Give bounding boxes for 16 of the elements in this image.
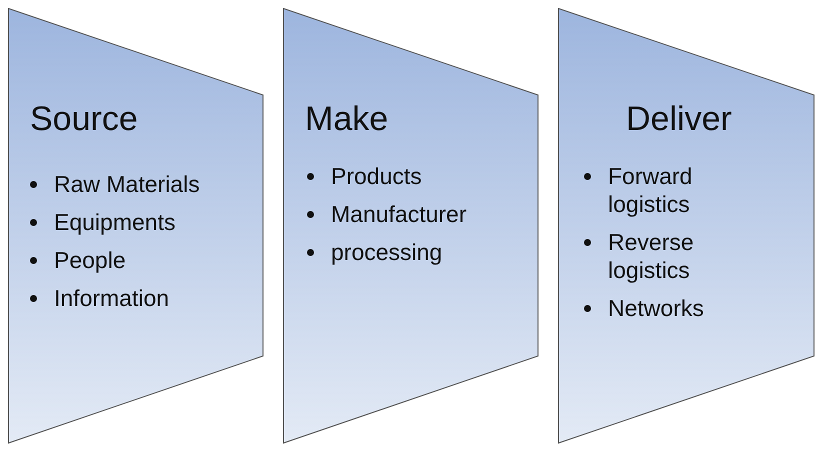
list-item: Products [331,162,423,190]
list-item: People [54,246,127,274]
chevron-panel [558,8,815,444]
list-item: Forward logistics [608,162,694,218]
list-item: Networks [608,294,705,322]
list-item: Information [54,284,170,312]
panel-heading: Deliver [626,100,732,139]
list-item: Equipments [54,208,176,236]
list-item: processing [331,238,444,266]
chevron-panel [8,8,264,444]
list-item: Raw Materials [54,170,201,198]
chevron-panel [283,8,539,444]
list-item: Reverse logistics [608,228,695,284]
panel-heading: Make [305,100,388,139]
list-item: Manufacturer [331,200,468,228]
panel-heading: Source [30,100,138,139]
